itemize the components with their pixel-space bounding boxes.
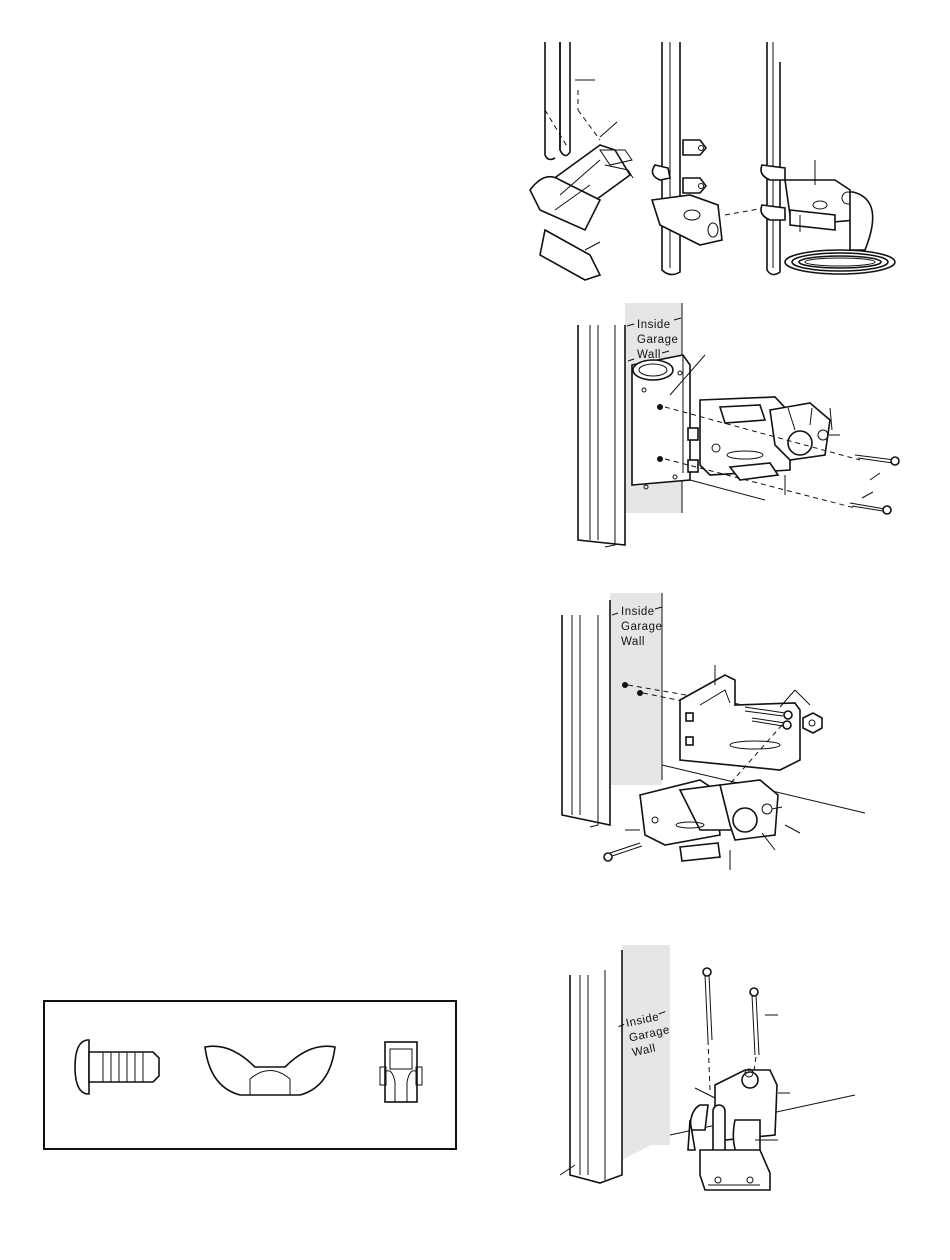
figure-3-extension-bracket-mount: Inside Garage Wall (0, 585, 950, 885)
hardware-box (43, 1000, 457, 1150)
carriage-bolt-icon (73, 1032, 173, 1102)
figure-1-sensor-assembly (0, 0, 950, 290)
figure-1-panel-c (761, 42, 895, 275)
figure-1-panel-a (530, 42, 633, 280)
wall-label-line-1: Inside (621, 606, 655, 618)
figure-4-wall-label: Inside Garage Wall (618, 1005, 678, 1095)
wall-label-line-3: Wall (637, 349, 661, 361)
wall-label-line-2: Garage (637, 334, 678, 346)
figure-1-panel-b (652, 42, 770, 275)
wall-label-line-3: Wall (631, 1042, 657, 1059)
snap-clip-icon (370, 1027, 430, 1107)
wall-label-line-1: Inside (637, 319, 671, 331)
wing-nut-icon (200, 1027, 340, 1107)
figure-2-wall-block-mount: Inside Garage Wall (0, 295, 950, 555)
wall-label-line-3: Wall (621, 636, 645, 648)
wall-label-line-2: Garage (621, 621, 662, 633)
